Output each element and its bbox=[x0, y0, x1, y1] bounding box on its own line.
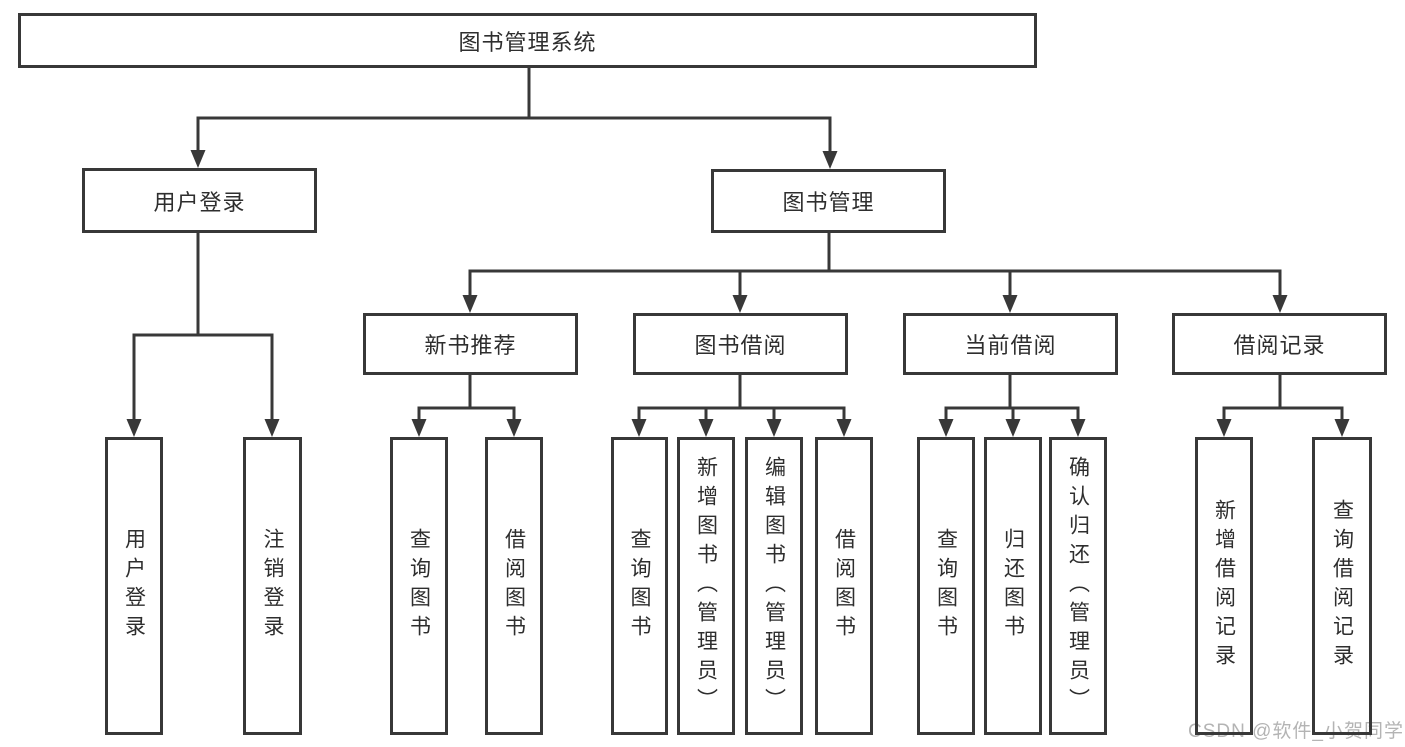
leaf-query-books-recommend: 查询图书 bbox=[390, 437, 448, 735]
leaf-query-borrow-record: 查询借阅记录 bbox=[1312, 437, 1372, 735]
leaf-confirm-return-admin: 确认归还（管理员） bbox=[1049, 437, 1107, 735]
node-user-login: 用户登录 bbox=[82, 168, 317, 233]
node-new-book-recommend: 新书推荐 bbox=[363, 313, 578, 375]
node-book-management: 图书管理 bbox=[711, 169, 946, 233]
leaf-borrow-books-recommend: 借阅图书 bbox=[485, 437, 543, 735]
leaf-user-login: 用户登录 bbox=[105, 437, 163, 735]
arrow-down-icon bbox=[264, 419, 280, 437]
connector-lines bbox=[132, 68, 1344, 422]
arrow-down-icon bbox=[1334, 419, 1350, 437]
connector-current-borrow-split bbox=[944, 375, 1080, 422]
arrow-down-icon bbox=[822, 151, 838, 169]
arrow-down-icon bbox=[631, 419, 647, 437]
arrow-down-icon bbox=[1005, 419, 1021, 437]
connector-root-branch bbox=[196, 68, 832, 153]
leaf-return-book: 归还图书 bbox=[984, 437, 1042, 735]
arrow-down-icon bbox=[836, 419, 852, 437]
arrow-down-icon bbox=[732, 295, 748, 313]
connector-book-borrow-split bbox=[637, 375, 846, 422]
node-current-borrow: 当前借阅 bbox=[903, 313, 1118, 375]
node-book-borrow: 图书借阅 bbox=[633, 313, 848, 375]
arrow-down-icon bbox=[698, 419, 714, 437]
arrow-down-icon bbox=[1216, 419, 1232, 437]
connector-book-mgmt-split bbox=[468, 233, 1282, 297]
arrow-down-icon bbox=[411, 419, 427, 437]
arrow-down-icon bbox=[190, 150, 206, 168]
leaf-add-borrow-record: 新增借阅记录 bbox=[1195, 437, 1253, 735]
arrow-down-icon bbox=[1070, 419, 1086, 437]
leaf-logout: 注销登录 bbox=[243, 437, 302, 735]
arrow-down-icon bbox=[766, 419, 782, 437]
leaf-add-book-admin: 新增图书（管理员） bbox=[677, 437, 735, 735]
arrow-down-icon bbox=[1272, 295, 1288, 313]
arrow-down-icon bbox=[506, 419, 522, 437]
connector-borrow-records-split bbox=[1222, 375, 1344, 422]
node-borrow-records: 借阅记录 bbox=[1172, 313, 1387, 375]
connector-user-login-split bbox=[132, 233, 274, 422]
leaf-edit-book-admin: 编辑图书（管理员） bbox=[745, 437, 803, 735]
node-book-management-system: 图书管理系统 bbox=[18, 13, 1037, 68]
leaf-borrow-books: 借阅图书 bbox=[815, 437, 873, 735]
leaf-query-books-borrow: 查询图书 bbox=[611, 437, 668, 735]
arrow-down-icon bbox=[938, 419, 954, 437]
arrow-down-icon bbox=[462, 295, 478, 313]
connector-new-book-split bbox=[417, 375, 516, 422]
leaf-query-books-current: 查询图书 bbox=[917, 437, 975, 735]
arrowheads bbox=[126, 150, 1350, 437]
arrow-down-icon bbox=[1002, 295, 1018, 313]
arrow-down-icon bbox=[126, 419, 142, 437]
csdn-watermark: CSDN @软件_小贺同学 bbox=[1188, 721, 1404, 742]
